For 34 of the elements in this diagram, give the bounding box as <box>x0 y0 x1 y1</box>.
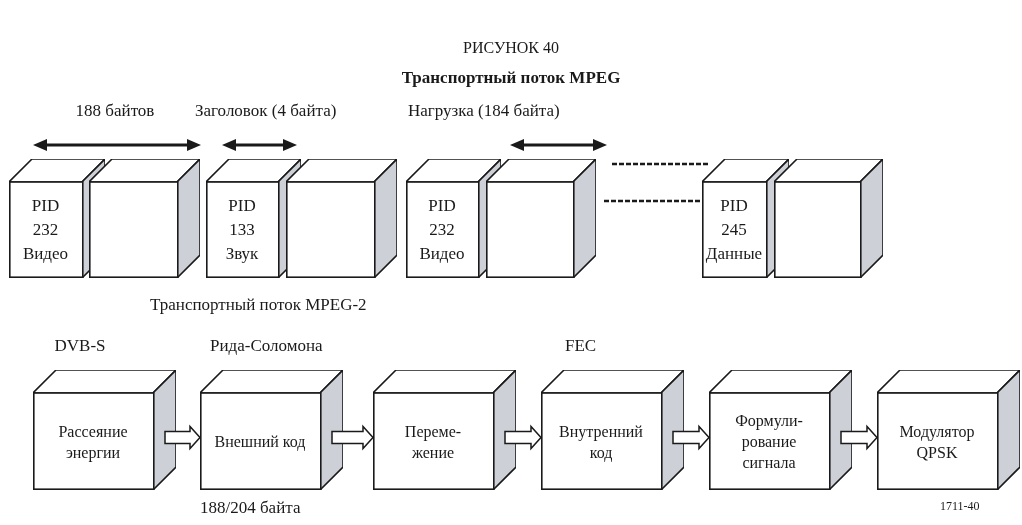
block-label: Модулятор QPSK <box>898 421 976 463</box>
block-arrow <box>840 424 878 451</box>
block-label: PID <box>720 195 748 217</box>
block-label: PID <box>31 195 60 217</box>
block-label: 232 <box>429 219 455 241</box>
text-label: FEC <box>565 335 598 357</box>
block-arrow <box>331 424 374 451</box>
block-label: Данные <box>705 243 763 265</box>
block-label: Переме- жение <box>403 421 463 463</box>
text-label: РИСУНОК 40 <box>462 38 560 58</box>
text-label: 188 байтов <box>74 100 156 122</box>
block-label: Формули- рование сигнала <box>734 411 804 473</box>
block-arrow <box>672 424 710 451</box>
text-label: 188/204 байта <box>200 497 302 519</box>
block-label: 232 <box>32 219 59 241</box>
text-label: Транспортный поток MPEG-2 <box>150 294 368 316</box>
block-label: Видео <box>419 243 465 265</box>
text-label: Рида-Соломона <box>210 335 324 357</box>
diagram-title: Транспортный поток MPEG <box>400 67 622 89</box>
block-label: Внутренний код <box>558 421 644 463</box>
block-label: 133 <box>229 219 255 241</box>
block-label: 245 <box>721 219 747 241</box>
block-label: Звук <box>225 243 259 265</box>
block-label: Видео <box>22 243 69 265</box>
block-arrow <box>164 424 201 451</box>
block-label: PID <box>428 195 456 217</box>
block-arrow <box>504 424 542 451</box>
text-label: Заголовок (4 байта) <box>195 100 338 122</box>
text-label: Нагрузка (184 байта) <box>408 100 561 122</box>
block-label: Рассеяние энергии <box>57 421 129 463</box>
block-label: Внешний код <box>213 432 307 452</box>
text-label: DVB-S <box>53 335 107 357</box>
block-label: PID <box>228 195 256 217</box>
text-label: 1711-40 <box>940 498 981 515</box>
